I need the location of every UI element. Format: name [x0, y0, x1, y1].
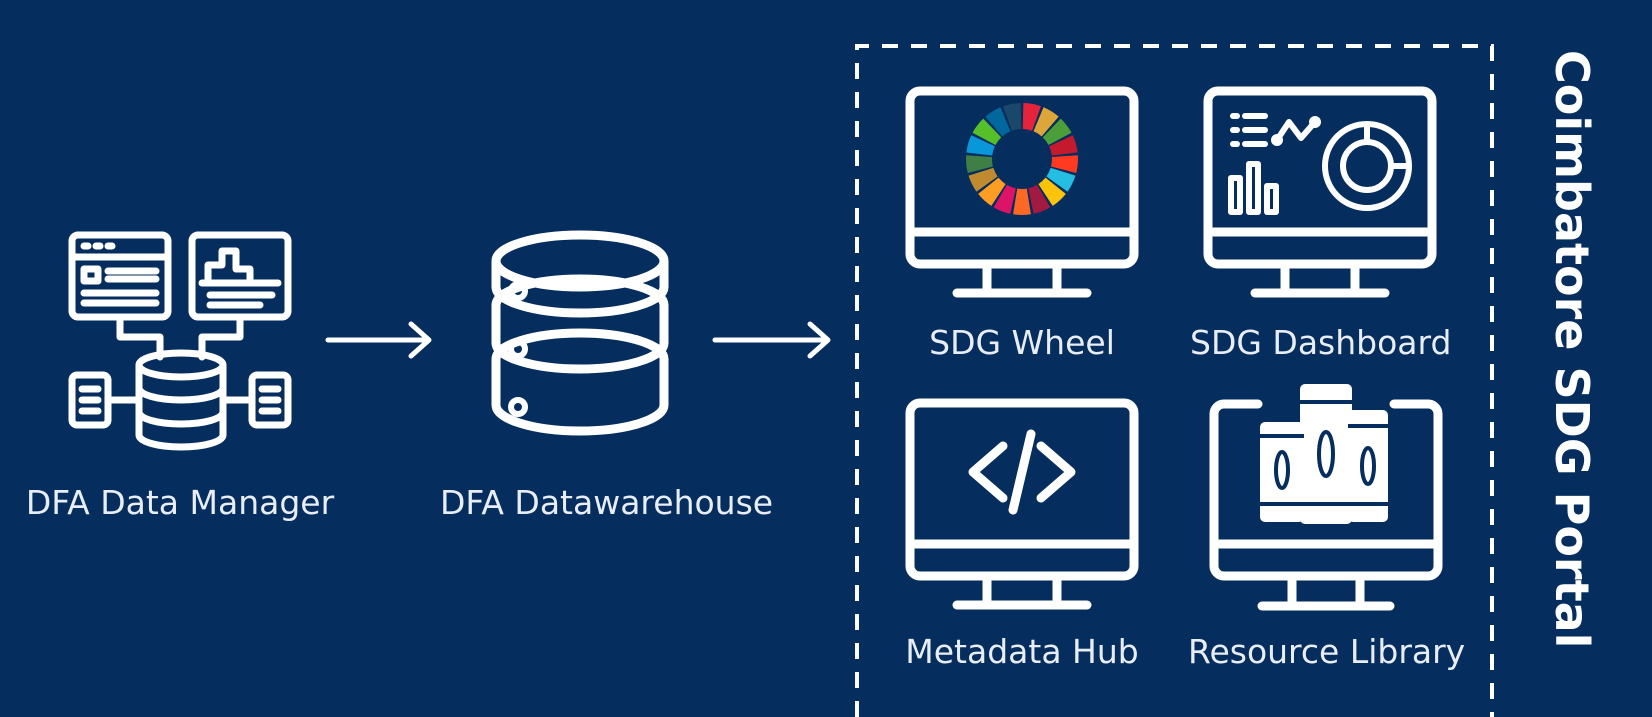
- sdg-wheel-icon: [966, 103, 1078, 215]
- sdg-wheel-segment: [985, 107, 1011, 137]
- sdg-wheel-segment: [968, 167, 998, 192]
- database-icon: [491, 230, 669, 436]
- sdg-wheel-segment: [1046, 167, 1076, 192]
- sdg-wheel-monitor-icon: [905, 86, 1139, 298]
- sdg-wheel-segment: [1028, 184, 1051, 214]
- sdg-wheel-segment: [1042, 118, 1072, 145]
- sdg-wheel-segment: [966, 135, 995, 156]
- sdg-wheel-segment: [1051, 155, 1078, 173]
- sdg-wheel-segment: [966, 155, 993, 173]
- sdg-wheel-segment: [1049, 135, 1078, 156]
- datawarehouse-label: DFA Datawarehouse: [440, 483, 774, 522]
- data-manager-icon: [68, 231, 292, 451]
- sdg-wheel-segment: [993, 184, 1016, 214]
- sdg-wheel-segment: [1013, 188, 1031, 215]
- module-label-metadata-hub: Metadata Hub: [905, 632, 1139, 671]
- module-label-sdg-dashboard: SDG Dashboard: [1190, 323, 1452, 362]
- arrow-right-icon: [325, 321, 432, 359]
- sdg-wheel-segment: [978, 177, 1006, 206]
- data-manager-label: DFA Data Manager: [25, 483, 335, 522]
- module-label-resource-library: Resource Library: [1188, 632, 1466, 671]
- sdg-wheel-segment: [972, 118, 1002, 145]
- dashboard-icon: [1203, 86, 1437, 298]
- sdg-wheel-segment: [1038, 177, 1066, 206]
- arrow-right-icon: [712, 321, 831, 359]
- sdg-wheel-segment: [1033, 107, 1059, 137]
- books-icon: [1209, 384, 1443, 611]
- portal-title: Coimbatore SDG Portal: [1545, 50, 1599, 649]
- sdg-wheel-segment: [1022, 103, 1041, 131]
- code-icon: [905, 398, 1139, 610]
- sdg-wheel-segment: [1003, 103, 1022, 131]
- module-label-sdg-wheel: SDG Wheel: [929, 323, 1115, 362]
